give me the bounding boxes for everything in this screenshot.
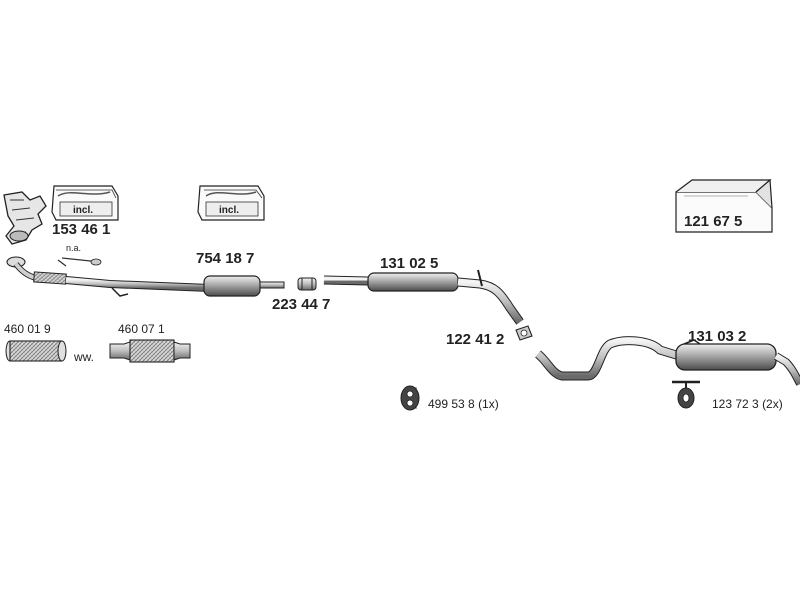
middle-silencer-number: 131 02 5 [380, 255, 439, 272]
rubber-mount [400, 385, 420, 411]
connector-number: 223 44 7 [272, 296, 331, 313]
flex-pipe-b-number: 460 07 1 [118, 322, 165, 336]
manifold-kit-number: 153 46 1 [52, 221, 111, 238]
flex-pipe-a [5, 340, 67, 362]
hanger-part-number: 123 72 3 [712, 397, 759, 411]
front-pipe-number: 754 18 7 [196, 250, 255, 267]
manifold-kit-incl-label: incl. [73, 205, 93, 216]
rear-silencer-number: 131 03 2 [688, 328, 747, 345]
front-pipe-assembly [6, 256, 285, 297]
exhaust-manifold [3, 191, 47, 245]
front-pipe-kit-incl-label: incl. [219, 205, 239, 216]
hanger-number: 123 72 3 (2x) [712, 398, 783, 410]
connector-part [297, 277, 317, 291]
hanger-part [672, 380, 700, 409]
middle-silencer [323, 269, 524, 325]
manifold-kit-box [51, 185, 119, 221]
sensor-na-note: n.a. [66, 243, 82, 253]
flex-pipe-b [109, 339, 191, 363]
rubber-mount-part-number: 499 53 8 [428, 397, 475, 411]
mounting-kit-number: 121 67 5 [684, 213, 743, 230]
flex-pipe-a-number: 460 01 9 [4, 322, 51, 336]
clamp-number: 122 41 2 [446, 331, 505, 348]
ww-note: ww. [74, 350, 95, 364]
clamp-part [515, 325, 533, 341]
hanger-qty: (2x) [762, 397, 783, 411]
rubber-mount-qty: (1x) [478, 397, 499, 411]
front-pipe-kit-box [197, 185, 265, 221]
rear-silencer [535, 336, 800, 386]
rubber-mount-number: 499 53 8 (1x) [428, 398, 499, 410]
mounting-kit-box [675, 178, 773, 233]
